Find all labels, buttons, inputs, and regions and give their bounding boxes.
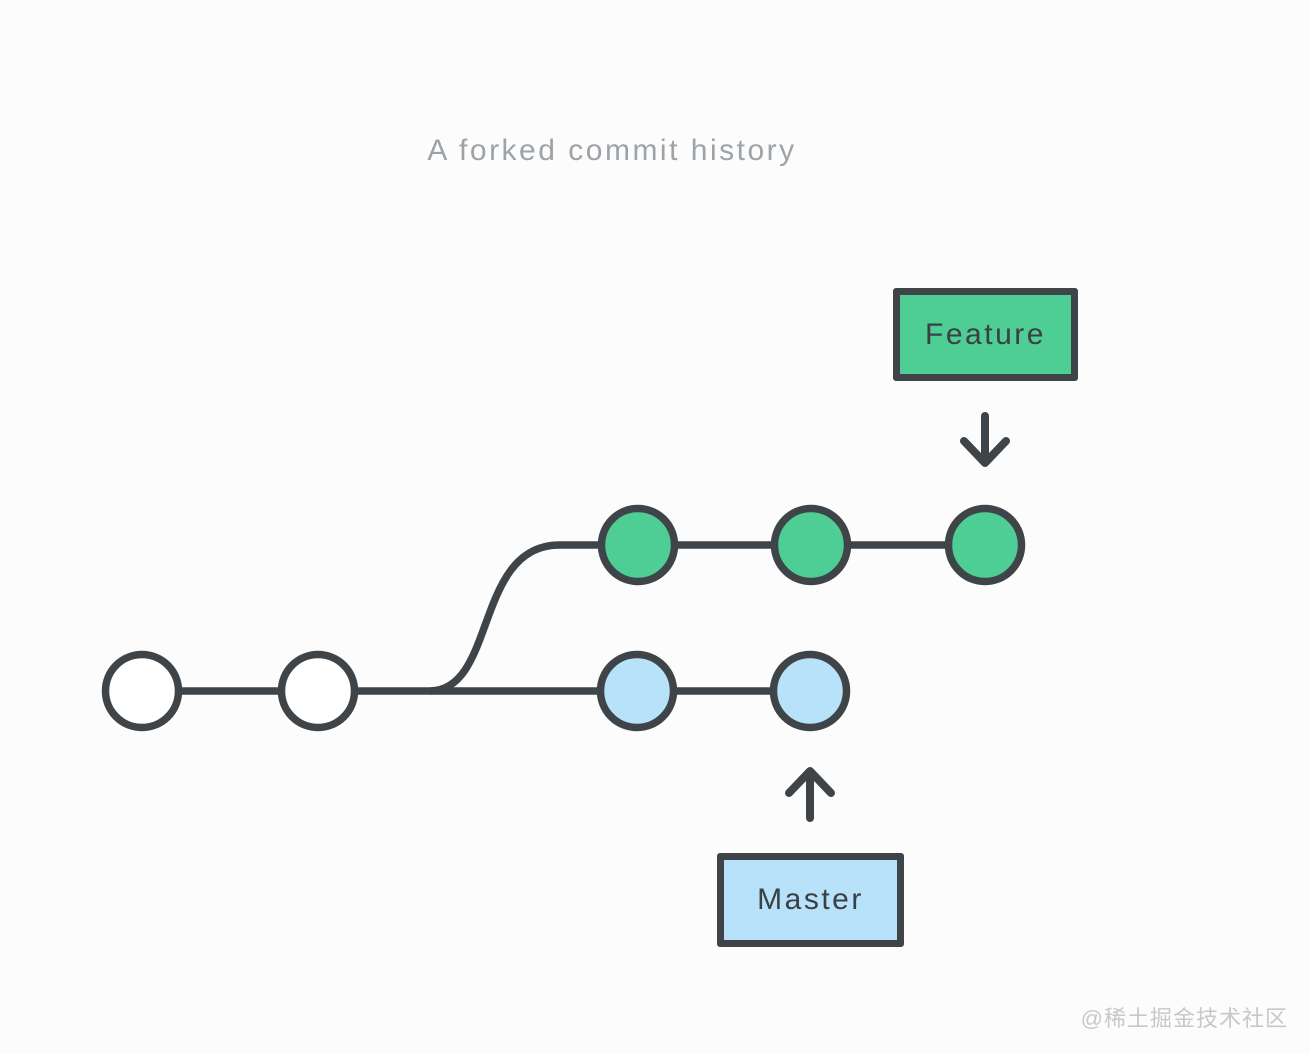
- commit-node-feature-3: [944, 504, 1026, 586]
- feature-branch-label-text: Feature: [925, 317, 1046, 351]
- feature-fork-line: [429, 541, 985, 695]
- master-branch-label-text: Master: [757, 883, 864, 916]
- arrow-up-icon: [785, 767, 835, 822]
- page-title: A forked commit history: [427, 134, 797, 167]
- feature-branch-label: Feature: [893, 288, 1078, 381]
- commit-node-master-1: [596, 650, 678, 732]
- commit-node-feature-1: [597, 504, 679, 586]
- commit-node-master-2: [769, 650, 851, 732]
- commit-node-feature-2: [770, 504, 852, 586]
- commit-node-shared-1: [101, 650, 183, 732]
- watermark: @稀土掘金技术社区: [1080, 1006, 1288, 1031]
- commit-node-shared-2: [277, 650, 359, 732]
- arrow-down-icon: [960, 412, 1010, 467]
- master-branch-label: Master: [717, 853, 904, 947]
